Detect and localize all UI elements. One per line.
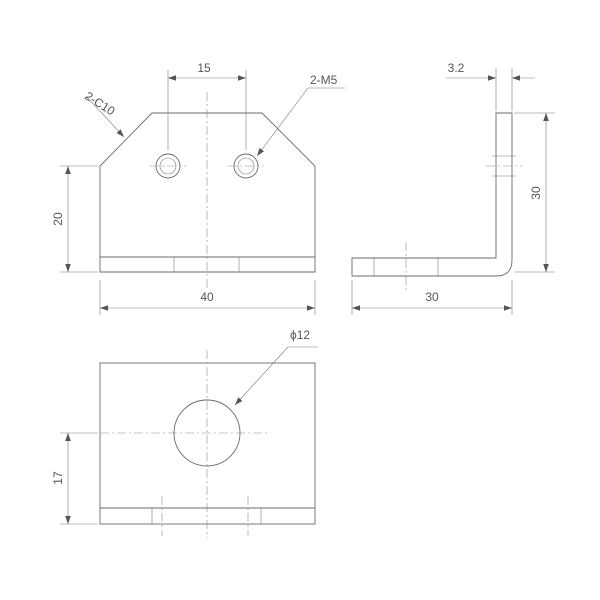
- dimension-front-height: 20: [51, 165, 98, 273]
- front-hole-left: [150, 153, 186, 179]
- front-height-label: 20: [51, 212, 65, 226]
- holes-label: 2-M5: [310, 73, 338, 87]
- chamfer-label: 2-C10: [82, 89, 117, 119]
- top-outline: [99, 362, 316, 525]
- leader-chamfer: 2-C10: [82, 89, 125, 138]
- side-view: 3.2 30 30: [351, 61, 555, 315]
- dimension-front-width: 40: [99, 280, 316, 315]
- front-hole-right: [228, 153, 264, 179]
- hole-spacing-label: 15: [197, 61, 211, 75]
- top-hole: [173, 399, 241, 467]
- dimension-side-height: 30: [514, 112, 555, 273]
- leader-hole-diameter: ϕ12: [234, 328, 318, 406]
- dimension-top-offset: 17: [51, 432, 98, 525]
- front-width-label: 40: [200, 290, 214, 304]
- dimension-side-depth: 30: [351, 280, 513, 315]
- dimension-thickness: 3.2: [446, 61, 535, 111]
- top-offset-label: 17: [51, 471, 65, 485]
- front-view: 15 2-C10 2-M5 20 40: [51, 61, 345, 315]
- thickness-label: 3.2: [448, 61, 465, 75]
- top-view: ϕ12 17: [51, 328, 318, 538]
- dimension-hole-spacing: 15: [167, 61, 247, 150]
- side-bracket-outline: [351, 112, 513, 277]
- front-outline: [99, 112, 316, 273]
- hole-diameter-label: ϕ12: [290, 328, 310, 342]
- side-depth-label: 30: [425, 290, 439, 304]
- side-height-label: 30: [529, 186, 543, 200]
- leader-holes: 2-M5: [256, 73, 345, 157]
